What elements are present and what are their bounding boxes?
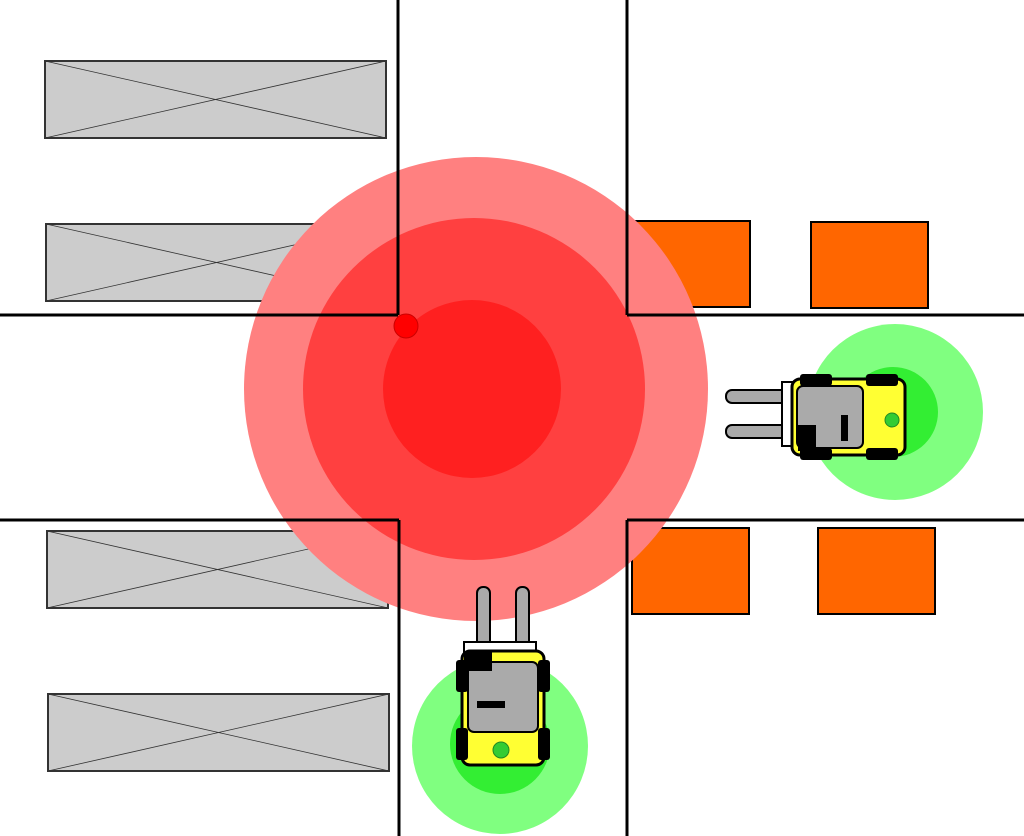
forklift-east-wheel-2 [866,374,898,386]
forklift-south-wheel-4 [538,728,550,760]
pallet-bottom-left [631,527,750,615]
forklift-south-status-dot [492,741,510,759]
forklift-south-fork-right [515,586,530,650]
hazard-ring-inner [383,300,561,478]
forklift-south-steering-block [464,651,492,671]
hazard-zone [244,157,708,621]
forklift-east-seat-bar [841,415,848,441]
rack-bottom-2 [47,693,390,772]
forklift-east [725,324,983,500]
forklift-east-wheel-4 [866,448,898,460]
forklift-east-fork-bottom [725,424,789,439]
forklift-south [412,586,588,834]
hazard-marker-dot [393,313,419,339]
forklift-south-wheel-3 [456,728,468,760]
forklift-south-fork-left [476,586,491,650]
forklift-east-fork-top [725,389,789,404]
forklift-south-wheel-2 [538,660,550,692]
rack-top-1 [44,60,387,139]
forklift-east-steering-block [798,425,816,451]
pallet-top-right [810,221,929,309]
forklift-south-seat-bar [477,701,505,708]
racks-group [44,60,390,772]
forklift-east-wheel-1 [800,374,832,386]
forklift-east-status-dot [884,412,900,428]
forklift-south-cab [467,661,539,733]
pallet-bottom-right [817,527,936,615]
